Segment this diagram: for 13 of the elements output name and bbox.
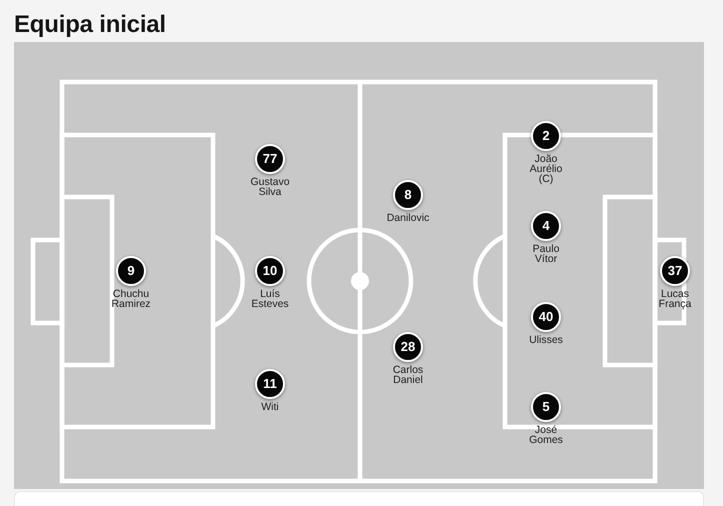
player-name: Ulisses xyxy=(529,335,563,345)
player-name: Lucas França xyxy=(658,289,692,309)
player-name: José Gomes xyxy=(529,425,563,445)
section-title: Equipa inicial xyxy=(14,10,166,40)
player-name: Paulo Vítor xyxy=(532,244,560,264)
content-card xyxy=(14,491,704,506)
player-name: Danilovic xyxy=(386,213,430,223)
player-name: Chuchu Ramirez xyxy=(111,289,151,309)
player-name: Witi xyxy=(261,402,279,412)
player-name: Carlos Daniel xyxy=(392,365,424,385)
player-name: Luís Esteves xyxy=(251,289,289,309)
player-name: João Aurélio (C) xyxy=(530,154,562,184)
player-name: Gustavo Silva xyxy=(250,177,290,197)
